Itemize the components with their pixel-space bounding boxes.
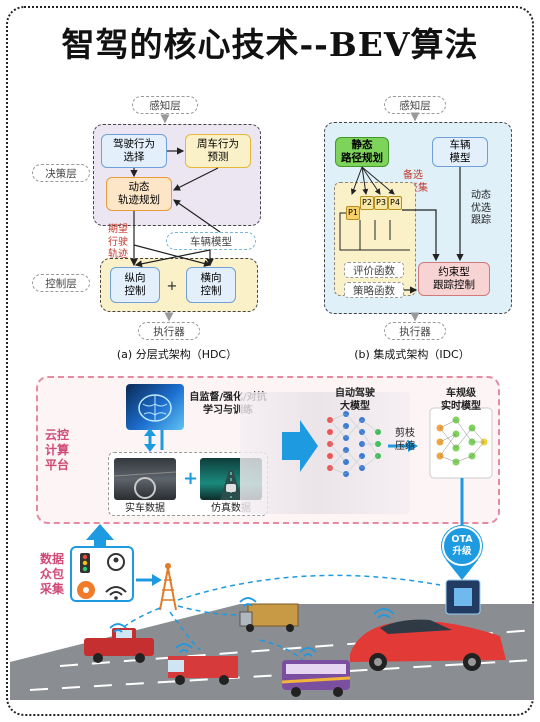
static-planning-box: 静态 路径规划 [335, 137, 389, 167]
brain-icon [138, 394, 172, 422]
eval-function-tag: 评价函数 [344, 262, 404, 278]
expected-trajectory-label: 期望 行驶 轨迹 [108, 224, 128, 260]
hdc-control-tag: 控制层 [32, 274, 90, 292]
page-frame [6, 6, 534, 716]
ota-upgrade-badge: OTA 升级 [442, 526, 482, 566]
server-rack-background [240, 392, 410, 514]
path-p1: P1 [346, 206, 360, 220]
big-right-arrow [282, 420, 318, 472]
training-label: 自监督/强化/对抗 学习与训练 [189, 392, 267, 416]
big-model-label: 自动驾驶 大模型 [335, 388, 375, 412]
page-title: 智驾的核心技术--BEV算法 [61, 25, 479, 64]
hdc-caption: (a) 分层式架构（HDC） [116, 348, 238, 361]
longitudinal-control-box: 纵向 控制 [110, 267, 160, 303]
hdc-actuator-tag: 执行器 [138, 322, 200, 340]
vehicle-realtime-model-label: 车规级 实时模型 [441, 388, 481, 412]
plus-sign: + [166, 279, 178, 294]
idc-caption: (b) 集成式架构（IDC） [354, 348, 470, 361]
lateral-control-box: 横向 控制 [186, 267, 236, 303]
map-pin-icon [77, 581, 95, 599]
driver-icon [107, 553, 125, 571]
policy-function-tag: 策略函数 [344, 282, 404, 298]
path-p2: P2 [360, 196, 374, 210]
ota-down-arrow [446, 560, 478, 580]
hdc-decision-tag: 决策层 [32, 164, 90, 182]
fire-truck [168, 656, 238, 685]
dynamic-planning-box: 动态 轨迹规划 [106, 177, 172, 211]
crowd-collection-label: 数据 众包 采集 [39, 552, 64, 596]
signal-wifi-icons [109, 597, 395, 657]
constrained-tracking-box: 约束型 跟踪控制 [418, 262, 490, 296]
wifi-icon [105, 586, 127, 600]
traffic-light-icon [80, 553, 90, 573]
cloud-platform-label: 云控 计算 平台 [44, 428, 69, 472]
sim-data-label: 仿真数据 [211, 503, 251, 514]
sim-road-icon [220, 470, 242, 500]
chip-icon [445, 579, 481, 615]
crowd-icons-panel [70, 546, 134, 602]
steering-wheel-icon [114, 471, 176, 499]
path-p3: P3 [374, 196, 388, 210]
tour-bus [281, 660, 351, 697]
path-p4: P4 [388, 196, 402, 210]
plus-icon: + [183, 468, 199, 489]
real-car-image [114, 458, 176, 500]
idc-actuator-tag: 执行器 [384, 322, 446, 340]
red-sports-car [350, 619, 506, 671]
idc-vehicle-model-box: 车辆 模型 [432, 137, 488, 167]
red-pickup [84, 628, 154, 663]
vehicle-model-network [429, 407, 493, 479]
idc-perception-tag: 感知层 [384, 96, 446, 114]
prune-compress-label: 剪枝 压缩 [395, 428, 415, 452]
driving-behavior-box: 驾驶行为 选择 [101, 134, 167, 168]
brain-ai-image [126, 384, 184, 430]
real-data-label: 实车数据 [125, 503, 165, 514]
dynamic-tracking-label: 动态 优选 跟踪 [471, 190, 491, 226]
hdc-perception-tag: 感知层 [132, 96, 198, 114]
surrounding-behavior-box: 周车行为 预测 [185, 134, 251, 168]
cargo-truck [239, 603, 299, 632]
hdc-vehicle-model-tag: 车辆模型 [166, 232, 256, 250]
upload-arrow [86, 524, 114, 550]
big-model-network [327, 411, 381, 477]
cell-tower-icon [159, 563, 177, 611]
